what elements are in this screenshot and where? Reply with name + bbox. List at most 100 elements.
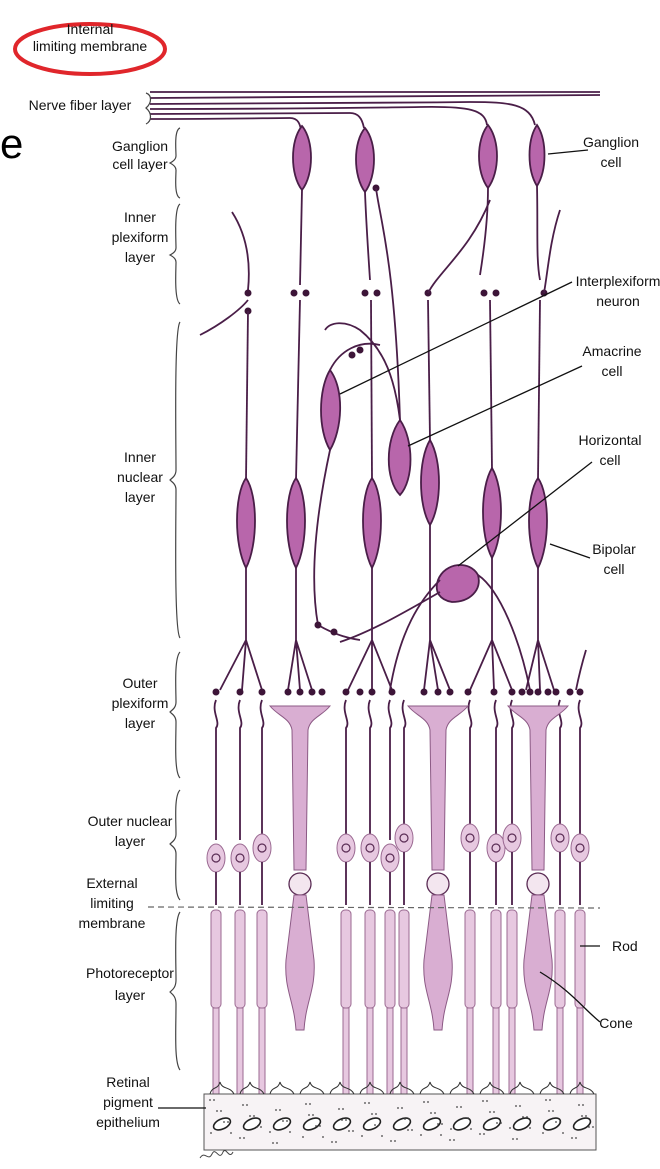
interplexiform-neuron-label-line: neuron: [596, 293, 640, 309]
external-limiting-membrane-label-line: limiting: [90, 895, 134, 911]
photoreceptor-layer-label: Photoreceptor layer: [86, 965, 174, 1003]
inner-nuclear-layer-label-line: Inner: [124, 449, 156, 465]
outer-plexiform-layer-label-line: Outer: [122, 675, 157, 691]
nerve-fiber-lines: [150, 92, 600, 130]
bipolar-cells: [220, 300, 586, 690]
cone-cell: [270, 706, 330, 1030]
interplexiform-neuron-label: Interplexiform neuron: [576, 273, 660, 309]
synaptic-terminal: [389, 689, 396, 696]
interplexiform-soma: [321, 370, 340, 450]
synaptic-terminal: [435, 689, 442, 696]
amacrine-cell-label-line: Amacrine: [582, 343, 641, 359]
synaptic-terminal: [519, 689, 526, 696]
synaptic-terminal: [369, 689, 376, 696]
rod-cell: [337, 700, 355, 1096]
interplexiform-neuron-label-line: Interplexiform: [576, 273, 660, 289]
internal-limiting-membrane-label-line: limiting membrane: [33, 38, 148, 54]
cone-label-line: Cone: [599, 1015, 633, 1031]
outer-plexiform-layer-label-line: plexiform: [112, 695, 169, 711]
synaptic-terminal: [237, 689, 244, 696]
rod-cell: [503, 700, 521, 1096]
synaptic-terminal: [357, 689, 364, 696]
artist-signature: [200, 1150, 233, 1158]
synaptic-terminal: [545, 689, 552, 696]
rod-label-line: Rod: [612, 938, 638, 954]
synaptic-terminal: [465, 689, 472, 696]
amacrine-cell-label-line: cell: [601, 363, 622, 379]
ganglion-cell-layer-label: Ganglion cell layer: [112, 138, 168, 172]
synaptic-terminal: [491, 689, 498, 696]
rod-cell: [395, 700, 413, 1096]
bipolar-cell-label-line: cell: [603, 561, 624, 577]
ganglion-cell-label-line: cell: [600, 154, 621, 170]
synaptic-terminal: [577, 689, 584, 696]
external-limiting-membrane-label: External limiting membrane: [79, 875, 146, 931]
outer-nuclear-layer-label: Outer nuclear layer: [88, 813, 173, 849]
retinal-pigment-epithelium-label-line: epithelium: [96, 1114, 160, 1130]
horizontal-cell-label-line: Horizontal: [578, 432, 641, 448]
internal-limiting-membrane-label-line: Internal: [67, 21, 114, 37]
ganglion-cell-layer-label-line: Ganglion: [112, 138, 168, 154]
horizontal-soma: [437, 565, 479, 602]
nerve-fiber-layer-label-line: Nerve fiber layer: [29, 97, 132, 113]
rod-cell: [551, 700, 569, 1096]
rod-cell: [571, 700, 589, 1096]
retinal-pigment-epithelium-label-line: pigment: [103, 1094, 153, 1110]
retinal-pigment-epithelium-label: Retinal pigment epithelium: [96, 1074, 160, 1130]
external-limiting-membrane-label-line: External: [86, 875, 137, 891]
horizontal-cell-label-line: cell: [599, 452, 620, 468]
outer-nuclear-layer-label-line: Outer nuclear: [88, 813, 173, 829]
ganglion-soma: [479, 125, 497, 188]
synaptic-terminal: [447, 689, 454, 696]
synaptic-terminal: [567, 689, 574, 696]
synaptic-terminal: [421, 689, 428, 696]
ganglion-cell-label-line: Ganglion: [583, 134, 639, 150]
synaptic-terminal: [213, 689, 220, 696]
ganglion-soma: [356, 128, 374, 192]
retinal-pigment-epithelium-label-line: Retinal: [106, 1074, 150, 1090]
partial-slide-text: e: [0, 120, 23, 167]
synaptic-terminal: [553, 689, 560, 696]
outer-plexiform-terminals: [213, 689, 584, 696]
rod-cell: [487, 700, 505, 1096]
bipolar-cell-label: Bipolar cell: [592, 541, 636, 577]
ganglion-soma: [530, 125, 545, 186]
retinal-pigment-epithelium-cells: [204, 1082, 596, 1150]
inner-plexiform-layer-label-line: Inner: [124, 209, 156, 225]
rod-cell: [253, 700, 271, 1096]
synaptic-terminal: [309, 689, 316, 696]
external-limiting-membrane-label-line: membrane: [79, 915, 146, 931]
rod-label: Rod: [612, 938, 638, 954]
nerve-fiber-layer-label: Nerve fiber layer: [29, 97, 132, 113]
ganglion-cell-label: Ganglion cell: [583, 134, 639, 170]
synaptic-terminal: [285, 689, 292, 696]
synaptic-terminal: [343, 689, 350, 696]
outer-nuclear-layer-label-line: layer: [115, 833, 146, 849]
horizontal-cell-label: Horizontal cell: [578, 432, 641, 468]
inner-nuclear-layer-label-line: layer: [125, 489, 156, 505]
ganglion-soma: [293, 126, 311, 190]
photoreceptor-layer-label-line: Photoreceptor: [86, 965, 174, 981]
inner-nuclear-layer-label-line: nuclear: [117, 469, 163, 485]
inner-plexiform-layer-label-line: layer: [125, 249, 156, 265]
bipolar-cell-label-line: Bipolar: [592, 541, 636, 557]
synaptic-terminal: [535, 689, 542, 696]
synaptic-terminal: [319, 689, 326, 696]
ganglion-cell-layer-label-line: cell layer: [112, 156, 168, 172]
outer-plexiform-layer-label-line: layer: [125, 715, 156, 731]
amacrine-soma: [389, 420, 411, 495]
outer-plexiform-layer-label: Outer plexiform layer: [112, 675, 169, 731]
rod-cell: [207, 700, 225, 1096]
inner-plexiform-synapses: [200, 200, 560, 359]
synaptic-terminal: [259, 689, 266, 696]
cone-label: Cone: [599, 1015, 633, 1031]
photoreceptor-layer-label-line: layer: [115, 987, 146, 1003]
synaptic-terminal: [509, 689, 516, 696]
cone-cell: [408, 706, 468, 1030]
rod-cell: [231, 700, 249, 1096]
amacrine-cell-label: Amacrine cell: [582, 343, 641, 379]
